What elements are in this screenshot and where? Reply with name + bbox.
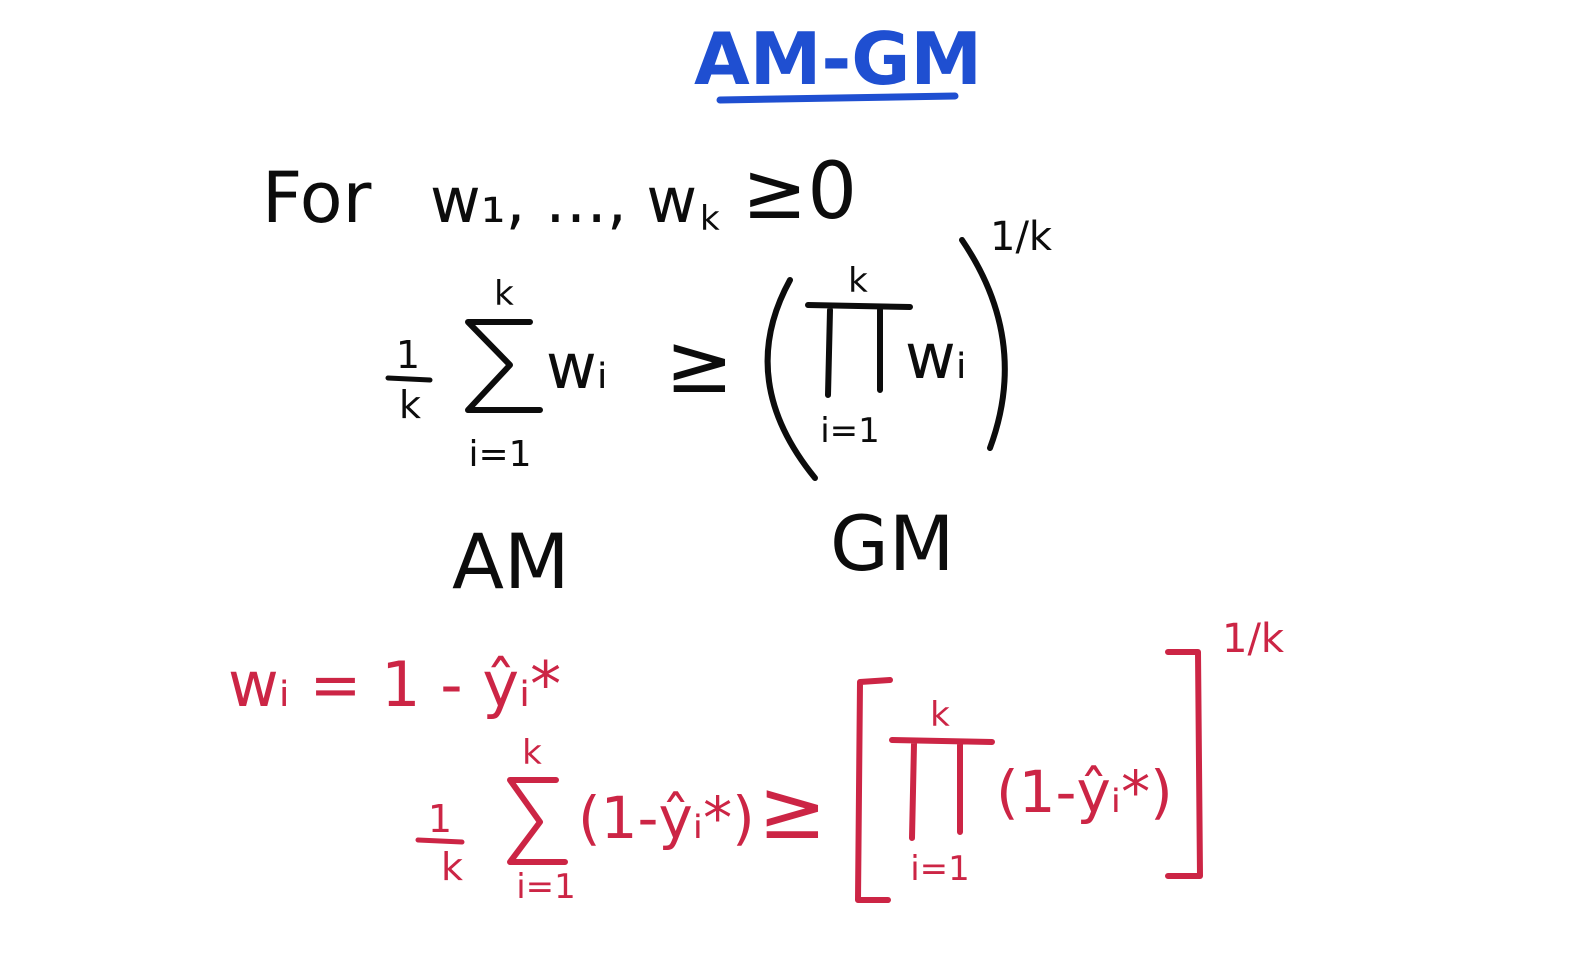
sum-sign (465, 319, 543, 413)
sum-lower: i=1 (468, 434, 531, 475)
red-inequality: 1 k k i=1 (1-ŷᵢ*) ≥ k i=1 (1-ŷᵢ*) 1/k (415, 616, 1285, 907)
prod-lower: i=1 (820, 411, 880, 451)
frac-denominator: k (399, 383, 421, 427)
substitution-lhs: wᵢ = 1 - ŷᵢ* (228, 648, 561, 721)
condition-relation: ≥0 (742, 147, 857, 237)
fraction-bar (385, 375, 433, 383)
red-exponent: 1/k (1222, 616, 1285, 662)
red-sum-sign (507, 777, 568, 865)
sum-upper: k (494, 274, 514, 314)
title-group: AM-GM (694, 17, 982, 104)
red-right-bracket (1165, 649, 1203, 879)
amgm-inequality: 1 k k i=1 wᵢ ≥ k i=1 wᵢ 1/k (385, 214, 1053, 481)
condition-sub-k: k (700, 199, 720, 239)
condition-vars: w₁, …, w (430, 164, 697, 237)
label-am: AM (452, 517, 570, 606)
prod-term: wᵢ (905, 320, 967, 393)
red-left-bracket (855, 677, 893, 903)
frac-numerator: 1 (396, 333, 420, 377)
right-paren (959, 237, 1008, 451)
inequality-relation: ≥ (665, 317, 734, 412)
label-gm: GM (830, 499, 954, 588)
red-product-sign (889, 737, 995, 841)
red-prod-lower: i=1 (910, 849, 970, 889)
prod-upper: k (848, 261, 868, 301)
red-frac-numerator: 1 (428, 797, 452, 841)
left-paren (764, 277, 818, 481)
product-sign (805, 302, 913, 398)
red-prod-term: (1-ŷᵢ*) (996, 758, 1173, 826)
red-prod-upper: k (930, 695, 950, 735)
condition-prefix: For (262, 157, 372, 239)
exponent: 1/k (990, 214, 1053, 260)
red-inequality-relation: ≥ (758, 763, 827, 858)
red-sum-lower: i=1 (516, 867, 576, 907)
red-sum-term: (1-ŷᵢ*) (578, 784, 755, 852)
title: AM-GM (694, 17, 982, 101)
red-sum-upper: k (522, 733, 542, 773)
sum-term: wᵢ (546, 330, 608, 403)
title-underline (716, 92, 959, 104)
red-fraction-bar (415, 837, 465, 845)
condition-line: For w₁, …, w k ≥0 (262, 147, 857, 239)
red-frac-denominator: k (441, 845, 463, 889)
